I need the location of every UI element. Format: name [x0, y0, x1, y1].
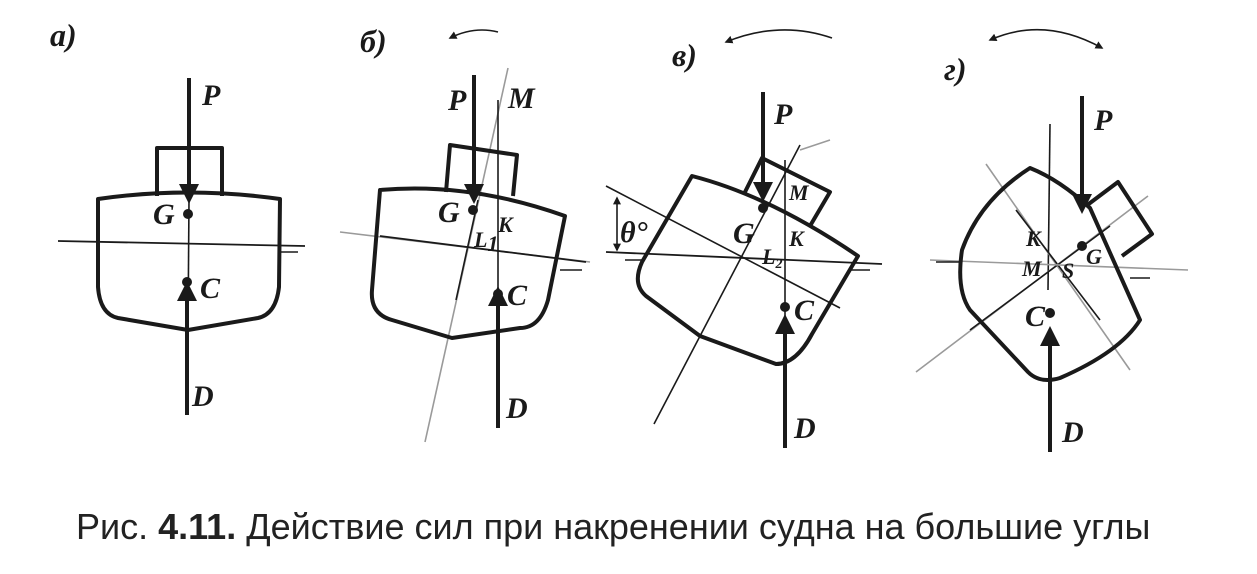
label-K: K: [1025, 226, 1042, 251]
hull: [96, 190, 282, 332]
label-S: S: [1062, 258, 1074, 283]
label-C: C: [1025, 300, 1046, 333]
panel-v-label: в): [672, 37, 697, 73]
label-G: G: [1086, 244, 1102, 269]
label-C: C: [200, 272, 221, 305]
label-D: D: [793, 412, 816, 445]
point-G: [1077, 241, 1087, 251]
vertical-centerline: [1047, 123, 1051, 291]
caption-number: 4.11.: [158, 506, 237, 547]
label-L: L2: [761, 244, 782, 272]
label-D: D: [1061, 416, 1084, 449]
waterline: [929, 259, 1189, 271]
label-D: D: [191, 380, 214, 413]
label-M: M: [1021, 256, 1043, 281]
diagonal-heeled-axis: [985, 163, 1131, 371]
point-C: [182, 277, 192, 287]
label-L: L1: [473, 227, 498, 256]
label-D: D: [505, 392, 528, 425]
label-C: C: [507, 279, 528, 312]
point-G: [183, 209, 193, 219]
heeled-centerline: [653, 144, 801, 425]
centerline-ext: [799, 139, 831, 151]
waterline: [379, 235, 587, 263]
label-M: M: [507, 82, 536, 115]
label-M: M: [788, 180, 810, 205]
superstructure: [1084, 180, 1154, 258]
panel-g-label: г): [944, 51, 966, 87]
label-P: P: [201, 79, 221, 112]
point-C: [780, 302, 790, 312]
roll-direction-arrow: [724, 29, 833, 44]
label-G: G: [438, 196, 460, 229]
deck-reference-line: [605, 185, 841, 309]
caption-text: Действие сил при накренении судна на бол…: [236, 506, 1151, 547]
label-angle: θ°: [620, 216, 648, 249]
label-G: G: [733, 217, 755, 250]
hull: [369, 186, 567, 340]
label-P: P: [773, 98, 793, 131]
label-G: G: [153, 198, 175, 231]
panel-a-label: а): [50, 17, 77, 53]
point-C: [1045, 308, 1055, 318]
centerline: [187, 199, 190, 331]
panel-a: а) P G C D: [50, 17, 306, 415]
panel-g: г) P K M S G C D: [915, 28, 1189, 452]
figure-caption: Рис. 4.11. Действие сил при накренении с…: [76, 506, 1150, 548]
superstructure: [742, 156, 832, 228]
heeled-centerline-inner: [455, 199, 479, 301]
caption-prefix: Рис.: [76, 506, 159, 547]
label-P: P: [447, 84, 467, 117]
waterline: [57, 240, 306, 247]
roll-direction-arrow: [988, 28, 1104, 49]
panel-b-label: б): [360, 23, 387, 59]
point-G: [758, 203, 768, 213]
label-K: K: [788, 226, 805, 251]
label-C: C: [794, 294, 815, 327]
waterline: [605, 251, 883, 265]
label-K: K: [497, 212, 514, 237]
point-G: [468, 205, 478, 215]
roll-direction-arrow: [448, 29, 499, 39]
label-P: P: [1093, 104, 1113, 137]
panel-b: б) P M G K L1 C D: [339, 23, 591, 443]
point-C: [493, 289, 503, 299]
superstructure: [444, 143, 519, 197]
panel-v: в) P M G K L2 C D θ°: [605, 29, 883, 448]
diagonal-deck-inner: [969, 225, 1111, 331]
